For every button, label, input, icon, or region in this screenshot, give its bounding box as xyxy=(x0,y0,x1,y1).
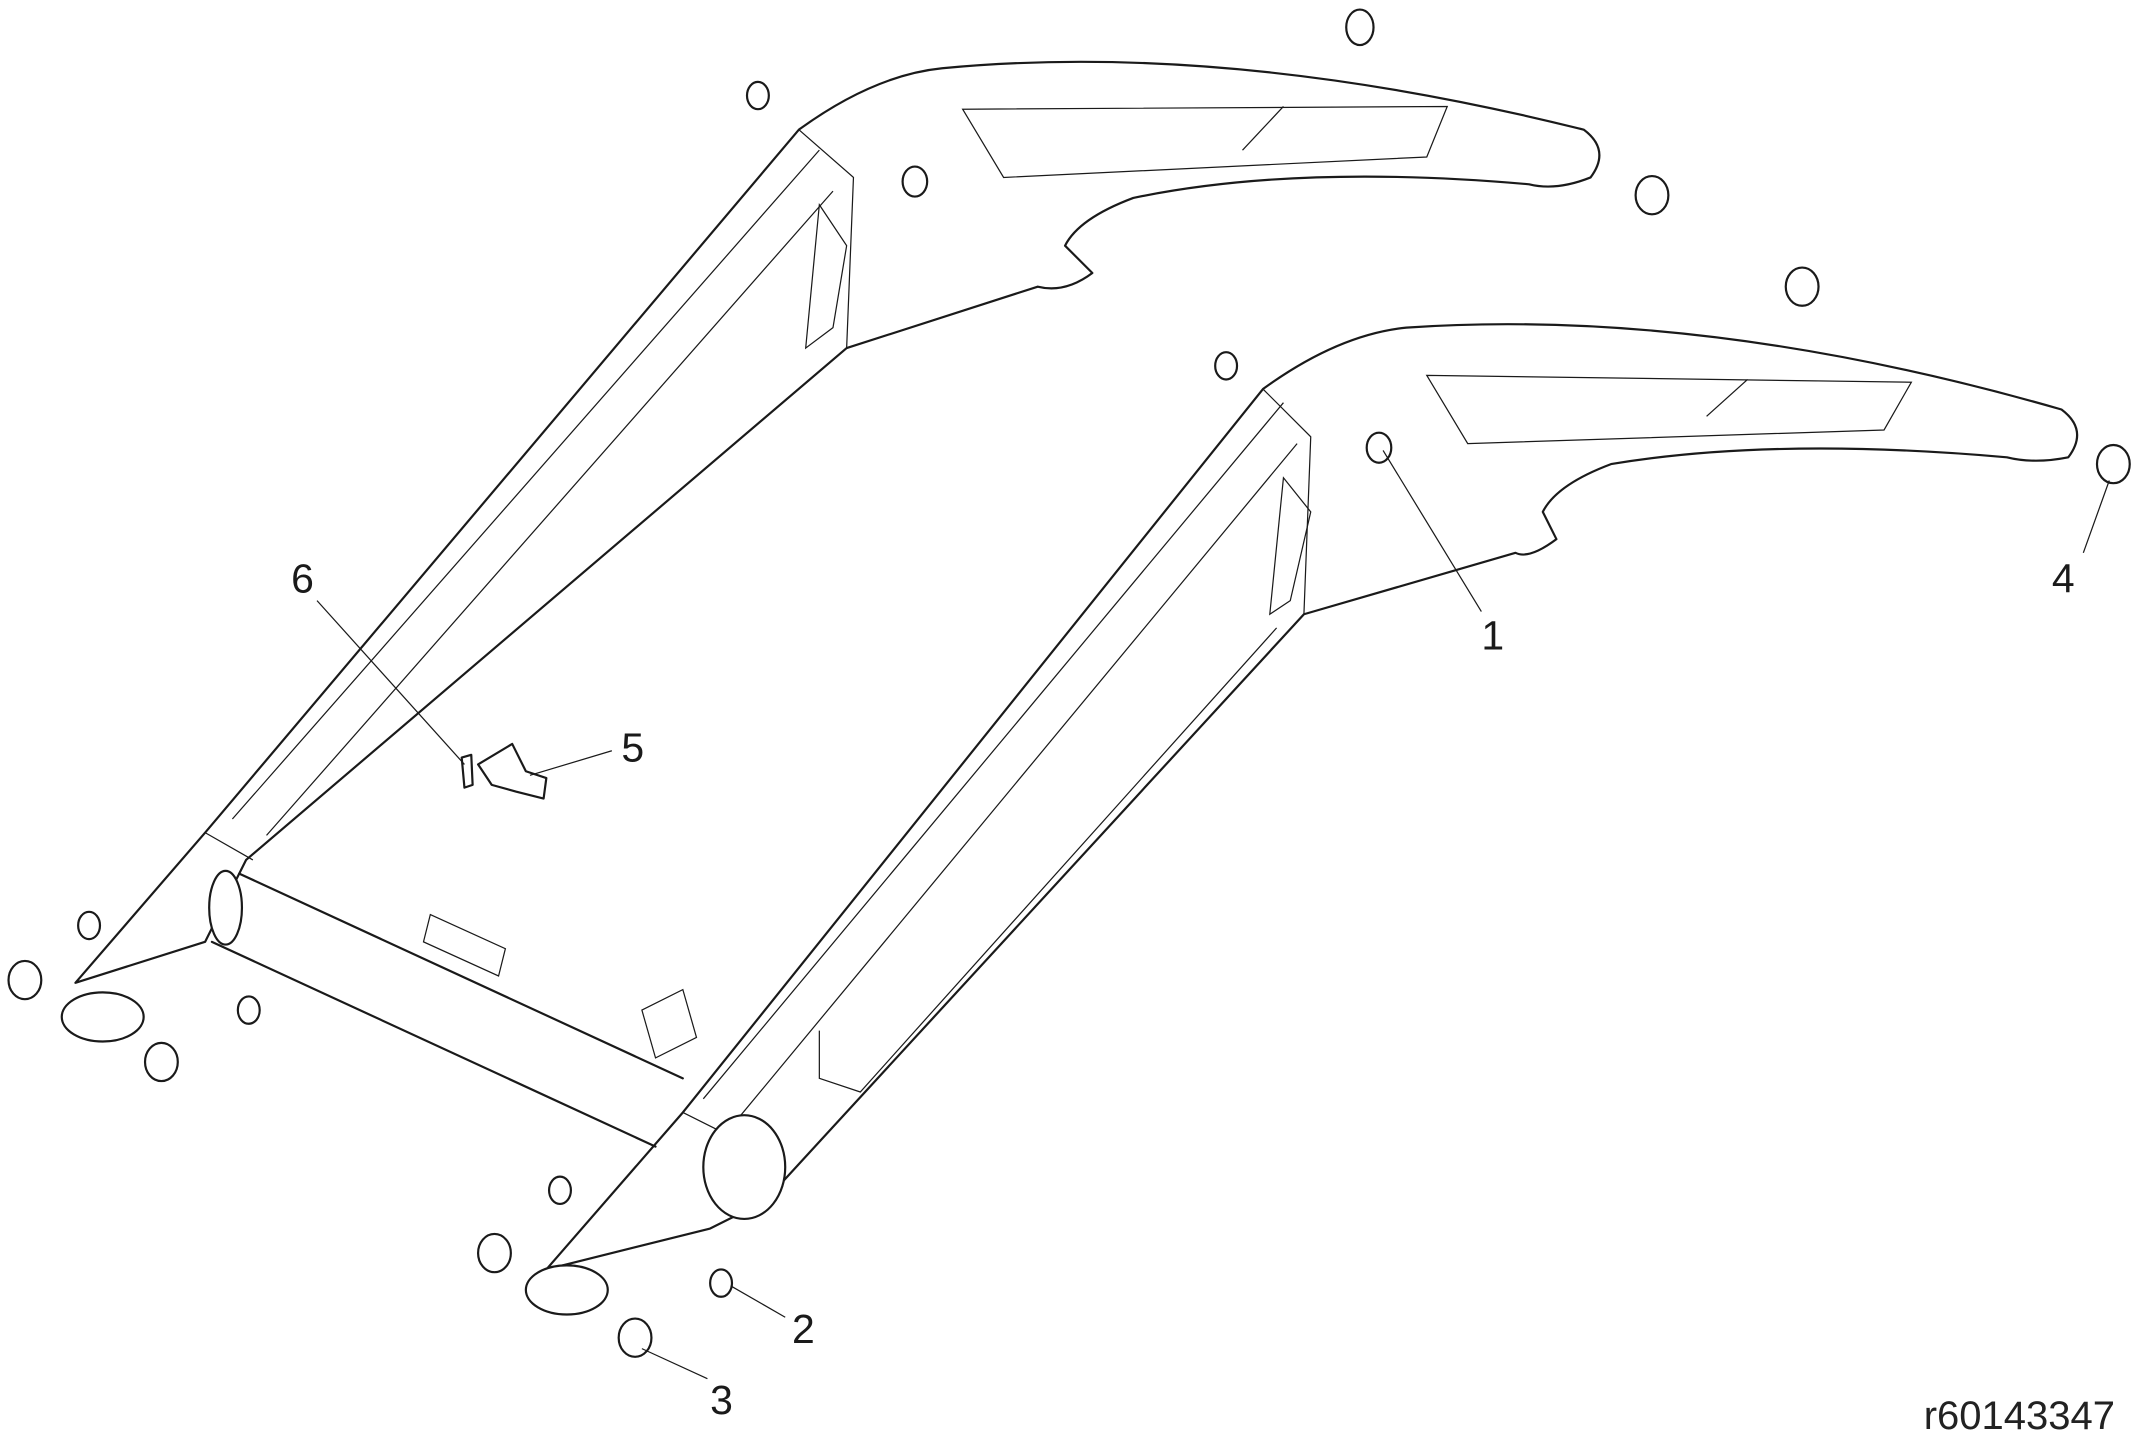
callout-1: 1 xyxy=(1481,613,1504,659)
callout-4: 4 xyxy=(2052,555,2075,601)
callout-5: 5 xyxy=(621,725,644,771)
leader-lines xyxy=(316,450,2110,1380)
bracket xyxy=(476,742,548,800)
bushings xyxy=(7,8,2131,1358)
right-boom-arm xyxy=(545,323,2079,1271)
callout-labels: 1 2 3 4 5 6 xyxy=(291,555,2075,1423)
cross-tube xyxy=(208,869,698,1148)
callout-2: 2 xyxy=(792,1306,815,1352)
bolt xyxy=(460,753,474,789)
callout-6: 6 xyxy=(291,555,314,601)
callout-3: 3 xyxy=(710,1377,733,1423)
left-boom-arm xyxy=(74,60,1601,984)
reference-code: r60143347 xyxy=(1923,1394,2115,1438)
